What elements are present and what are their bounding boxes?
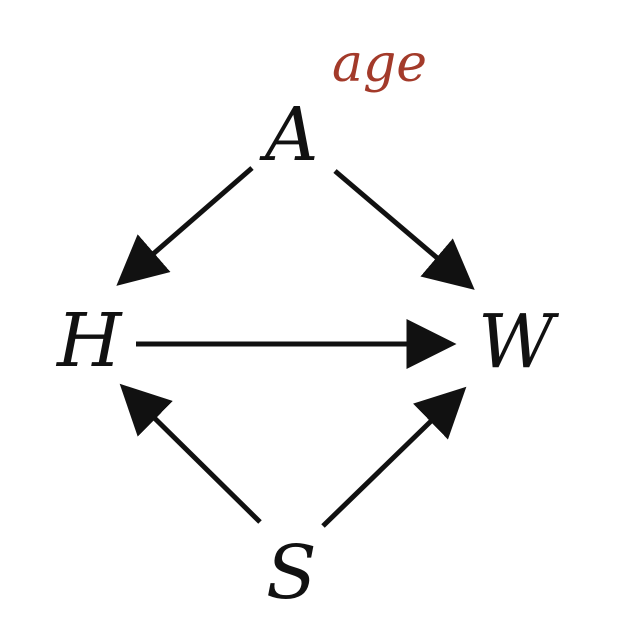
node-w: W — [478, 299, 560, 385]
edge-a-to-w — [333, 169, 475, 290]
annotation-age: age — [332, 34, 427, 94]
node-h: H — [55, 298, 123, 384]
node-s: S — [266, 530, 317, 616]
node-a: A — [259, 92, 318, 178]
edge-s-to-h — [119, 383, 262, 524]
edge-s-to-w — [321, 386, 467, 528]
edge-a-to-h — [116, 166, 254, 286]
